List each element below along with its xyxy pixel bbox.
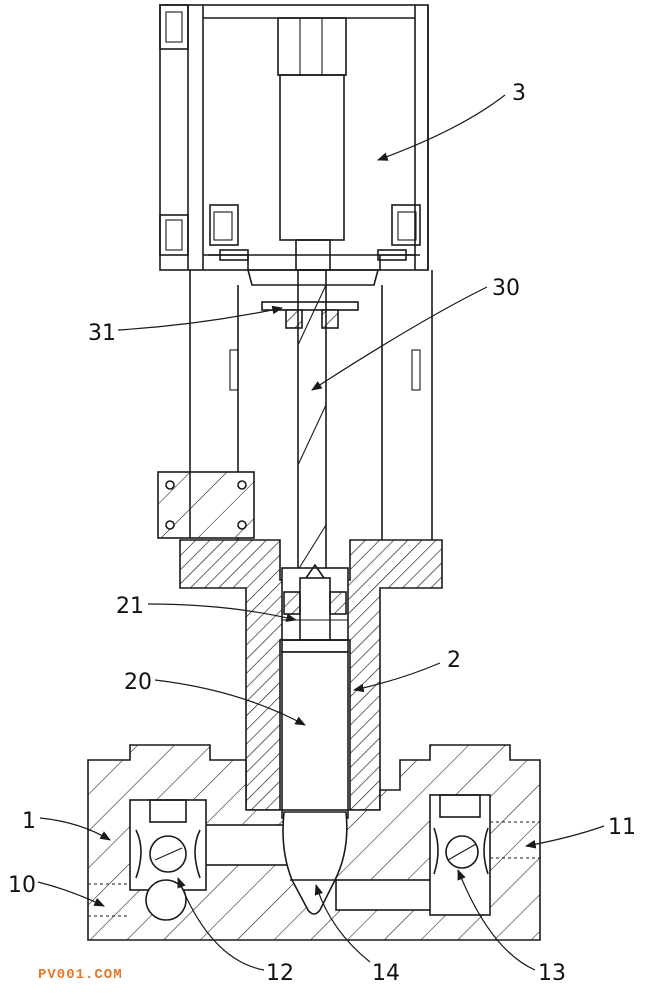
- leader-lines: [37, 94, 605, 971]
- label-11: 11: [608, 815, 636, 840]
- watermark: PV001.COM: [38, 967, 123, 983]
- label-21: 21: [116, 594, 144, 619]
- yoke-bracket: [157, 270, 433, 540]
- label-12: 12: [266, 961, 294, 986]
- label-3: 3: [512, 81, 526, 106]
- label-14: 14: [372, 961, 400, 986]
- label-30: 30: [492, 276, 520, 301]
- label-13: 13: [538, 961, 566, 986]
- actuator-cylinder: [159, 4, 429, 286]
- label-1: 1: [22, 809, 36, 834]
- label-10: 10: [8, 873, 36, 898]
- valve-body: [87, 744, 541, 941]
- label-2: 2: [447, 648, 461, 673]
- label-31: 31: [88, 321, 116, 346]
- label-20: 20: [124, 670, 152, 695]
- bonnet-body: [179, 539, 443, 811]
